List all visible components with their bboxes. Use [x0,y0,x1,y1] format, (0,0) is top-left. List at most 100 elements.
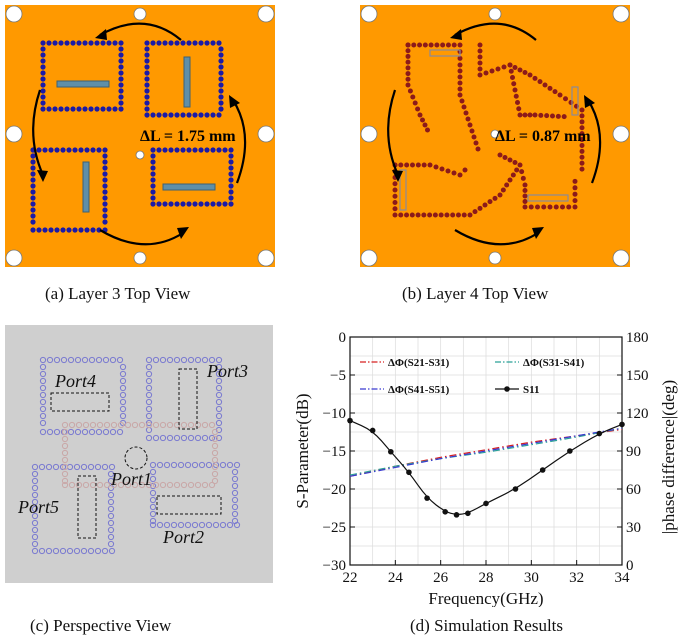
via [149,482,157,490]
via [48,147,54,153]
via [96,147,102,153]
via [187,434,195,442]
via [61,463,69,471]
via [445,42,451,48]
via [566,204,572,210]
via [218,46,224,52]
via [61,421,69,429]
via [45,547,53,555]
via [477,48,483,54]
via [231,482,239,490]
legend-label: S11 [523,384,540,396]
via [204,40,210,46]
via [152,481,160,489]
via [106,106,112,112]
rotation-arrows [32,22,247,246]
x-axis-label: Frequency(GHz) [428,589,543,607]
layer3-top-view: ΔL = 1.75 mm [5,5,275,267]
marker-s11 [483,500,489,507]
via [507,157,513,163]
via [61,435,69,443]
via [538,112,544,118]
via [579,154,585,160]
via [579,113,585,119]
via [173,434,181,442]
via [560,204,565,210]
via [116,428,124,436]
via [74,356,82,364]
via [173,481,181,489]
via [477,66,483,72]
via [563,96,568,102]
via [84,227,90,233]
via [144,52,150,58]
via [208,434,216,442]
delta-l-label: ΔL = 1.75 mm [140,128,236,145]
via [131,421,139,429]
via [455,212,461,218]
via [166,481,174,489]
via [30,195,36,201]
via [218,88,224,94]
via [405,42,411,48]
via [222,201,228,207]
via [95,428,103,436]
via [215,398,223,406]
via [434,42,440,48]
port3-label: Port3 [206,361,248,381]
via [149,521,157,529]
via [405,76,411,82]
via [107,512,115,520]
via [150,195,156,201]
via [572,204,578,210]
via [215,419,223,427]
via [73,547,81,555]
via [410,94,416,100]
via [94,547,102,555]
via [107,505,115,513]
via [40,88,46,94]
via [102,153,108,159]
via [152,356,160,364]
via [572,185,578,191]
via [40,82,46,88]
via [156,461,164,469]
via [102,207,108,213]
via [579,142,585,148]
via [72,147,78,153]
via [150,171,156,177]
via [144,64,150,70]
via [102,183,108,189]
via [192,112,198,118]
via [54,147,60,153]
via [210,201,216,207]
port2-label: Port2 [162,527,204,547]
via [67,428,75,436]
via [52,547,60,555]
x-tick-label: 30 [524,570,539,586]
via [138,421,146,429]
via [177,461,185,469]
via [145,419,153,427]
layer4-top-view: ΔL = 0.87 mm [360,5,630,267]
via [94,106,100,112]
y-left-tick-label: −30 [323,558,346,574]
y-left-tick-label: −15 [323,444,346,460]
via [39,370,47,378]
via [542,82,548,88]
via [555,113,561,119]
via [457,92,463,98]
caption-b: (b) Layer 4 Top View [402,284,549,303]
via [46,40,52,46]
via [145,421,153,429]
caption-d: (d) Simulation Results [410,616,563,635]
via [163,521,171,529]
via [40,106,46,112]
via [73,463,81,471]
via [507,62,513,68]
caption-c: (c) Perspective View [30,616,172,635]
arrow-heads [37,29,240,239]
via [144,106,150,112]
via [145,377,153,385]
